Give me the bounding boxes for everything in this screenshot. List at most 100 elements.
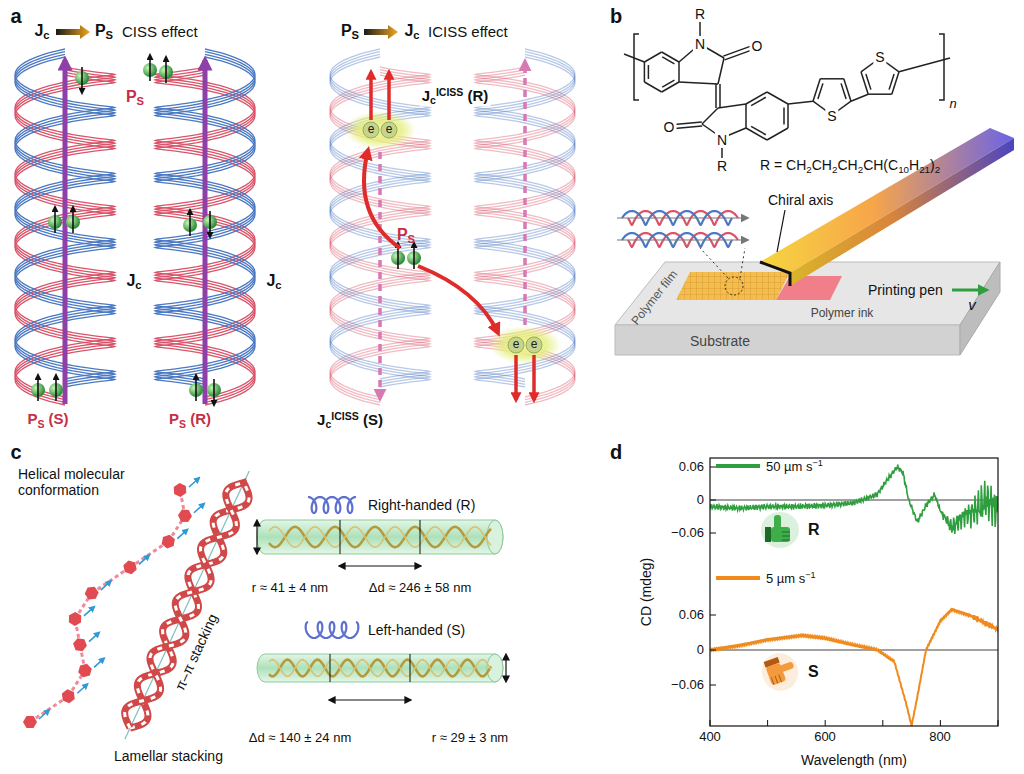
hexagon-unit (73, 638, 87, 651)
current-label: JcICISS (R) (420, 86, 491, 107)
hexagon-unit (85, 587, 99, 600)
helix-label: PS (S) (27, 410, 68, 429)
hexagon-unit (123, 560, 136, 574)
spin-arrow-red (532, 355, 536, 400)
thumb-finger (774, 515, 781, 529)
hexagon-unit (162, 535, 175, 549)
film-zoom-circle (725, 277, 743, 295)
cylinder-cap (487, 520, 503, 554)
text-part: P (169, 410, 179, 427)
text-part: ) (930, 157, 935, 173)
text-part: J (404, 22, 413, 39)
y-tick (710, 500, 716, 501)
y-tick (710, 615, 716, 616)
tick-label: −0.06 (671, 526, 704, 541)
hexagon-unit (174, 483, 187, 497)
chemical-bond (767, 92, 788, 104)
symbol-label: Jc (126, 272, 141, 292)
dimension-arrow (330, 699, 410, 700)
symbol-label: PS (126, 88, 144, 108)
y-tick (710, 467, 716, 468)
spin-arrow (72, 207, 74, 233)
inner-helix (269, 660, 491, 677)
hexagon-unit (69, 612, 81, 626)
symbol-label: PS (341, 22, 359, 42)
chemical-bond (715, 84, 717, 108)
injection-arrow (364, 150, 400, 248)
x-tick (940, 720, 941, 726)
electron (381, 122, 397, 138)
text-part: 2 (806, 164, 811, 175)
chemical-bond (751, 97, 766, 105)
dipole-arrow (94, 658, 104, 667)
pitch-divider (330, 654, 331, 682)
chiral-axis-line (617, 239, 747, 240)
x-tick (825, 720, 826, 726)
repeat-bracket (634, 34, 639, 100)
text-part: J (317, 411, 325, 428)
velocity-symbol: v (968, 296, 976, 313)
text-part: (R) (463, 87, 488, 104)
atom-label: O (662, 119, 677, 135)
spin-arrow (209, 211, 211, 237)
legend-sample-line (716, 464, 760, 468)
chemical-bond (868, 93, 892, 95)
symbol-label: PS (397, 226, 415, 246)
stacking-axis (125, 471, 249, 739)
zoom-line (740, 248, 745, 278)
pi-stack-ribbon (125, 482, 247, 728)
dipole-arrow (189, 478, 199, 487)
hexagon-unit (178, 510, 192, 523)
text-part: S (106, 29, 113, 41)
text-part: 50 µm s (766, 459, 813, 474)
dipole-arrow (139, 555, 149, 564)
atom-label: S (825, 108, 838, 124)
dipole-arrow (39, 710, 49, 719)
chemical-bond (783, 108, 785, 125)
symbol-label: Jc (34, 22, 49, 42)
x-tick (767, 720, 768, 726)
y-tick (710, 533, 716, 534)
effect-arrow (364, 25, 398, 39)
chemical-bond (702, 108, 718, 124)
text-part: c (275, 279, 281, 291)
handedness-label: R (808, 521, 820, 539)
text-part: S (179, 418, 186, 430)
thumb-palm (771, 527, 790, 542)
chiral-axis-line (617, 217, 747, 218)
text-part: P (126, 88, 137, 105)
substrate-side (960, 262, 1000, 355)
tick-label: 0 (697, 493, 704, 508)
chemical-bond (813, 79, 820, 101)
chain-link (130, 542, 168, 568)
chemical-bond (767, 128, 788, 140)
atom-label: S (873, 49, 886, 65)
chemical-bond (662, 57, 674, 64)
text-part: 21 (919, 164, 930, 175)
repeat-bracket (939, 34, 944, 100)
text-part: 2 (858, 164, 863, 175)
chemical-bond (889, 74, 894, 90)
thumb-glow (761, 512, 799, 548)
cd-curve-50 (710, 465, 998, 534)
current-label: JcICISS (S) (317, 410, 383, 431)
finger-line (782, 532, 790, 533)
hexagon-unit (62, 689, 75, 703)
tick-label: 0 (697, 643, 704, 658)
chain-link (30, 696, 68, 722)
chemical-bond (818, 83, 823, 99)
text-part: P (397, 226, 408, 243)
injection-arrow (418, 266, 498, 333)
plot-frame (710, 458, 998, 726)
chemical-bond (899, 58, 950, 72)
text-part: ICISS (436, 86, 463, 98)
spin-arrow-red (387, 72, 391, 120)
atom-label: N (715, 132, 729, 148)
zero-line (710, 650, 998, 651)
tick-label: 800 (929, 730, 951, 745)
electron-symbol: e (531, 338, 538, 352)
effect-title: ICISS effect (428, 23, 508, 40)
zoom-line (700, 248, 728, 278)
text-part: (S) (44, 410, 68, 427)
thumb-finger (779, 661, 795, 672)
